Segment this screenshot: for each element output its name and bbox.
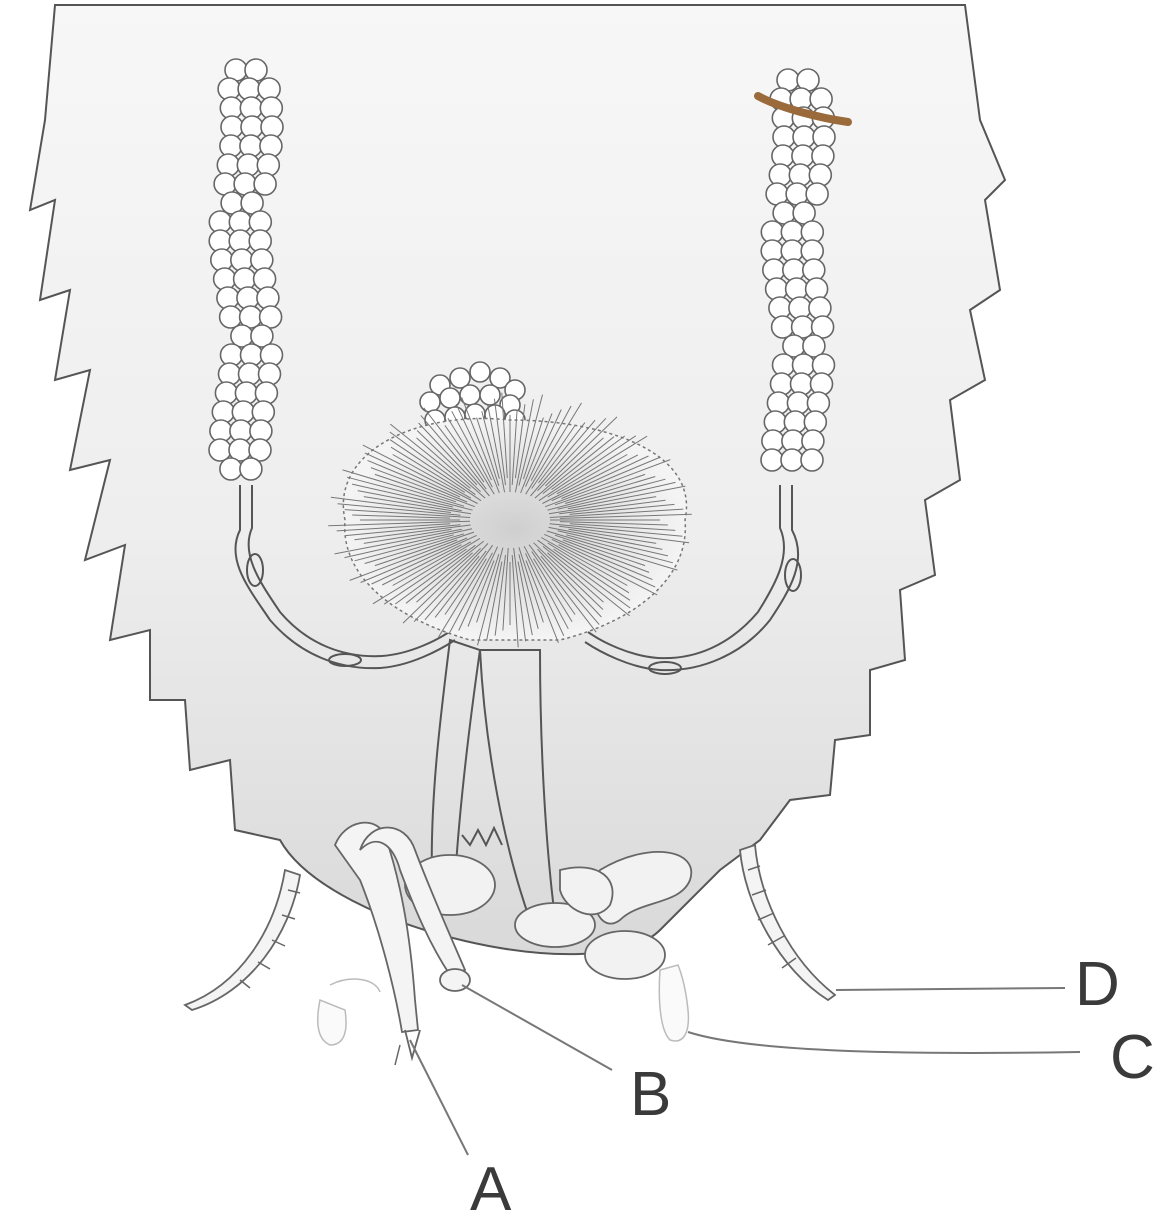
label-a: A (470, 1155, 512, 1224)
ovule (806, 183, 828, 205)
ovule (240, 458, 262, 480)
cercus-segment (240, 980, 250, 988)
ovule (761, 449, 783, 471)
ovule (254, 173, 276, 195)
receptacle-cell (480, 385, 500, 405)
cercus-segment (258, 962, 270, 969)
ovule (772, 316, 794, 338)
leader-line-b (462, 985, 612, 1070)
label-b: B (630, 1060, 671, 1129)
leader-line-c (688, 1032, 1080, 1053)
label-d: D (1075, 950, 1120, 1019)
ovule (220, 306, 242, 328)
ovule (781, 449, 803, 471)
leader-line-a (410, 1040, 468, 1155)
ovule (801, 449, 823, 471)
leader-line-d (836, 988, 1065, 990)
label-c: C (1110, 1023, 1155, 1092)
ovule (220, 458, 242, 480)
receptacle-cell (420, 392, 440, 412)
receptacle-cell (470, 362, 490, 382)
